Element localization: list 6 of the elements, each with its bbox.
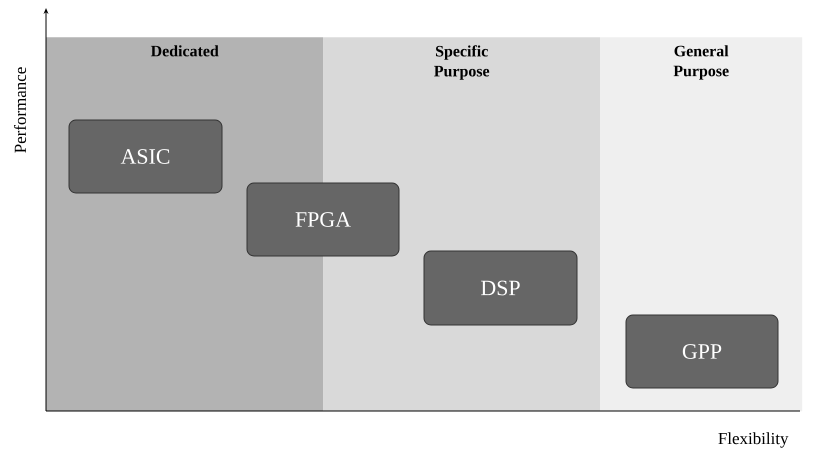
device-box: DSP <box>424 250 578 326</box>
axis-label: Flexibility <box>718 432 788 448</box>
device-box: GPP <box>626 314 778 388</box>
device-box: FPGA <box>246 182 400 256</box>
device-box: ASIC <box>68 120 222 194</box>
axis-label: Performance <box>14 67 26 153</box>
